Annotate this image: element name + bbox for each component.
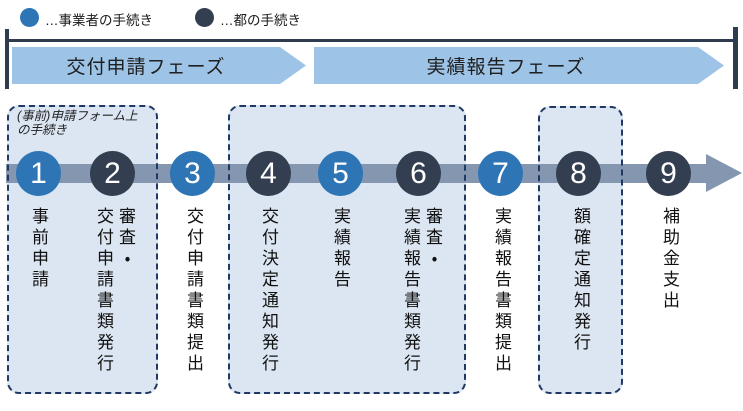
- step-7-circle: 7: [478, 151, 523, 196]
- step-6-circle: 6: [396, 151, 441, 196]
- step-2-circle: 2: [90, 151, 135, 196]
- step-1-number: 1: [30, 156, 47, 190]
- government-legend-dot: [195, 8, 214, 27]
- step-2-number: 2: [104, 156, 121, 190]
- phase-result-report: 実績報告フェーズ: [314, 47, 724, 84]
- step-8-label: 額確定通知発行: [571, 207, 590, 354]
- step-8-circle: 8: [556, 151, 601, 196]
- step-9-label: 補助金支出: [660, 207, 679, 312]
- phase-grant-application-label: 交付申請フェーズ: [66, 57, 226, 78]
- step-4-label: 交付決定通知発行: [259, 207, 278, 375]
- group-pre-application-border: [7, 105, 158, 394]
- step-9-number: 9: [660, 156, 677, 190]
- step-1-label: 事前申請: [29, 207, 48, 291]
- step-5-number: 5: [332, 156, 349, 190]
- bracket-right-cap: [733, 27, 738, 89]
- step-3-number: 3: [184, 156, 201, 190]
- step-5-circle: 5: [318, 151, 363, 196]
- step-2-label: 審査・ 交付申請書類発行: [94, 207, 135, 375]
- step-6-number: 6: [410, 156, 427, 190]
- operator-legend-label: …事業者の手続き: [45, 13, 153, 28]
- step-7-label: 実績報告書類提出: [492, 207, 511, 375]
- step-7-number: 7: [492, 156, 509, 190]
- step-6-label: 審査・ 実績報告書類発行: [401, 207, 442, 375]
- step-5-label: 実績報告: [331, 207, 350, 291]
- bracket-top-line: [5, 39, 738, 42]
- step-3-circle: 3: [170, 151, 215, 196]
- phase-grant-application: 交付申請フェーズ: [12, 47, 306, 84]
- government-legend-label: …都の手続き: [220, 13, 301, 28]
- step-3-label: 交付申請書類提出: [184, 207, 203, 375]
- step-8-number: 8: [570, 156, 587, 190]
- phase-result-report-label: 実績報告フェーズ: [426, 57, 586, 78]
- step-4-circle: 4: [246, 151, 291, 196]
- timeline-arrowhead-icon: [706, 154, 742, 192]
- operator-legend-dot: [20, 8, 39, 27]
- bracket-left-cap: [5, 29, 9, 89]
- step-1-circle: 1: [16, 151, 61, 196]
- step-9-circle: 9: [646, 151, 691, 196]
- group-amount-confirmation-border: [538, 106, 623, 394]
- group-grant-decision-border: [228, 105, 466, 394]
- step-4-number: 4: [260, 156, 277, 190]
- pre-application-note: (事前)申請フォーム上 の手続き: [17, 109, 138, 137]
